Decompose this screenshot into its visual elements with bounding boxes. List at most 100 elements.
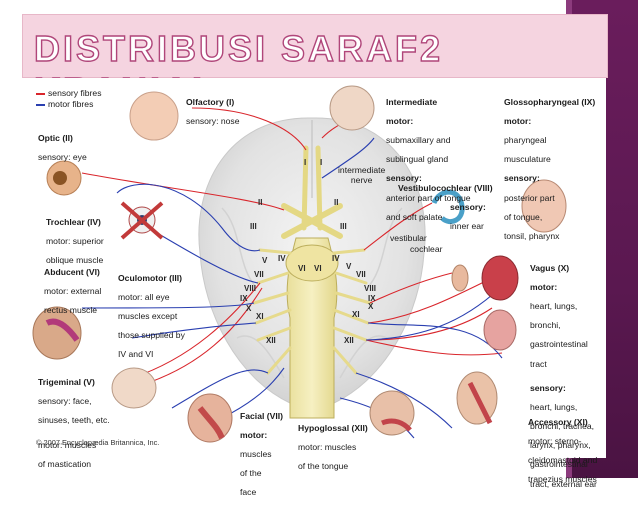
numeral-XI-right: XI <box>352 310 360 319</box>
label-glossopharyngeal-line3: musculature <box>504 154 551 165</box>
label-glossopharyngeal-line7: tonsil, pharynx <box>504 230 560 241</box>
label-vagus-line6: sensory: <box>530 382 566 393</box>
label-vagus-line10: gastrointestinal <box>530 459 588 470</box>
label-olfactory-name: Olfactory (I) <box>186 96 235 107</box>
numeral-II-right: II <box>334 198 339 207</box>
brain-gyri-right <box>339 207 403 379</box>
label-vestibulocochlear-name: Vestibulocochlear (VIII) <box>398 182 493 193</box>
numeral-VIII-right: VIII <box>364 284 377 293</box>
label-intermediate-nerve: intermediate nerve <box>338 165 386 185</box>
label-intermediate-line3: sublingual gland <box>386 154 449 165</box>
label-optic-name: Optic (II) <box>38 132 73 143</box>
label-olfactory-line: sensory: nose <box>186 115 240 126</box>
label-accessory-name: Accessory (XI) <box>528 416 588 427</box>
label-facial-line2: muscles <box>240 448 272 459</box>
label-vagus-line4: gastrointestinal <box>530 339 588 350</box>
numeral-V-left: V <box>262 256 268 265</box>
label-oculomotor-line3: those supplied by <box>118 330 185 341</box>
label-trochlear-line2: oblique muscle <box>46 254 104 265</box>
numeral-X-left: X <box>246 304 252 313</box>
numeral-I-left: I <box>304 158 307 167</box>
inner-ear-illustration <box>431 189 465 224</box>
label-vagus-line7: heart, lungs, <box>530 401 578 412</box>
nerve-roots <box>252 248 372 375</box>
label-glossopharyngeal-line5: posterior part <box>504 192 555 203</box>
label-vagus-line2: heart, lungs, <box>530 300 578 311</box>
label-vestibulocochlear-line2: inner ear <box>450 220 484 231</box>
heart-lungs-illustration <box>481 255 519 301</box>
motor-fibre-lines <box>81 137 503 439</box>
label-trochlear-name: Trochlear (IV) <box>46 216 101 227</box>
label-vagus-line8: bronchi, trachea, <box>530 421 595 432</box>
slide: DISTRIBUSI SARAF2 KRANIAL <box>22 0 638 497</box>
organ-illustrations <box>32 85 567 443</box>
legend-motor: motor fibres <box>36 99 102 110</box>
label-intermediate-line2: submaxillary and <box>386 134 451 145</box>
label-accessory-line3: trapezius muscles <box>528 474 597 485</box>
label-trigeminal-name: Trigeminal (V) <box>38 376 95 387</box>
label-trochlear-line1: motor: superior <box>46 235 104 246</box>
numeral-VII-left: VII <box>254 270 264 279</box>
label-oculomotor-line1: motor: all eye <box>118 291 170 302</box>
legend-sensory-swatch <box>36 92 45 95</box>
label-vagus-line1: motor: <box>530 281 558 292</box>
numeral-IX-right: IX <box>368 294 376 303</box>
label-facial-line3: of the <box>240 468 262 479</box>
label-trigeminal-line3: motor: muscles <box>38 440 97 451</box>
label-glossopharyngeal-name: Glossopharyngeal (IX) <box>504 96 596 107</box>
numeral-I-right: I <box>320 158 323 167</box>
label-glossopharyngeal: Glossopharyngeal (IX) motor: pharyngeal … <box>504 88 595 251</box>
stomach-intestine-illustration <box>483 309 517 351</box>
label-cochlear: cochlear <box>410 244 443 254</box>
label-vagus-line5: tract <box>530 358 547 369</box>
label-optic-line: sensory: eye <box>38 151 87 162</box>
label-glossopharyngeal-line1: motor: <box>504 115 532 126</box>
label-oculomotor: Oculomotor (III) motor: all eye muscles … <box>118 264 185 370</box>
label-hypoglossal-line1: motor: muscles <box>298 441 357 452</box>
label-oculomotor-line4: IV and VI <box>118 349 154 360</box>
numeral-XI-left: XI <box>256 312 264 321</box>
brain-head-illustration <box>329 85 375 131</box>
label-facial-name: Facial (VII) <box>240 410 283 421</box>
label-hypoglossal: Hypoglossal (XII) motor: muscles of the … <box>298 414 368 481</box>
numeral-VIII-left: VIII <box>244 284 257 293</box>
numeral-II-left: II <box>258 198 263 207</box>
head-profile-illustration <box>32 306 82 360</box>
label-facial: Facial (VII) motor: muscles of the face <box>240 402 283 508</box>
label-hypoglossal-line2: of the tongue <box>298 460 349 471</box>
throat-illustration <box>521 179 567 233</box>
label-trigeminal: Trigeminal (V) sensory: face, sinuses, t… <box>38 368 110 480</box>
label-accessory-line2: cleidomastoid and <box>528 454 598 465</box>
numeral-VI-right: VI <box>314 264 322 273</box>
label-abducent-line2: rectus muscle <box>44 304 98 315</box>
label-glossopharyngeal-line4: sensory: <box>504 173 540 184</box>
numeral-IV-left: IV <box>278 254 286 263</box>
label-intermediate-line4: sensory: <box>386 173 422 184</box>
label-intermediate-line5: anterior part of tongue <box>386 192 471 203</box>
ear-illustration <box>451 264 469 292</box>
label-vagus-line9: larynx, pharynx, <box>530 440 591 451</box>
numeral-IV-right: IV <box>332 254 340 263</box>
label-facial-line1: motor: <box>240 429 268 440</box>
label-abducent: Abducent (VI) motor: external rectus mus… <box>44 258 101 325</box>
numeral-III-right: III <box>340 222 347 231</box>
legend-sensory: sensory fibres <box>36 88 102 99</box>
copyright-notice: © 2007 Encyclopædia Britannica, Inc. <box>36 438 160 447</box>
label-optic: Optic (II) sensory: eye <box>38 124 87 172</box>
skull-illustration <box>111 367 157 409</box>
label-vagus-line3: bronchi, <box>530 320 561 331</box>
label-trigeminal-line2: sinuses, teeth, etc. <box>38 414 110 425</box>
label-accessory-line1: motor: sterno- <box>528 435 582 446</box>
label-olfactory: Olfactory (I) sensory: nose <box>186 88 240 136</box>
label-oculomotor-name: Oculomotor (III) <box>118 272 182 283</box>
label-intermediate-line6: and soft palate <box>386 211 443 222</box>
label-intermediate: Intermediate motor: submaxillary and sub… <box>386 88 471 232</box>
label-trochlear: Trochlear (IV) motor: superior oblique m… <box>46 208 104 275</box>
label-facial-line4: face <box>240 487 257 498</box>
label-glossopharyngeal-line2: pharyngeal <box>504 134 547 145</box>
numeral-XII-left: XII <box>266 336 276 345</box>
label-vagus-name: Vagus (X) <box>530 262 570 273</box>
label-vestibular: vestibular <box>390 233 427 243</box>
label-glossopharyngeal-line6: of tongue, <box>504 211 543 222</box>
numeral-III-left: III <box>250 222 257 231</box>
